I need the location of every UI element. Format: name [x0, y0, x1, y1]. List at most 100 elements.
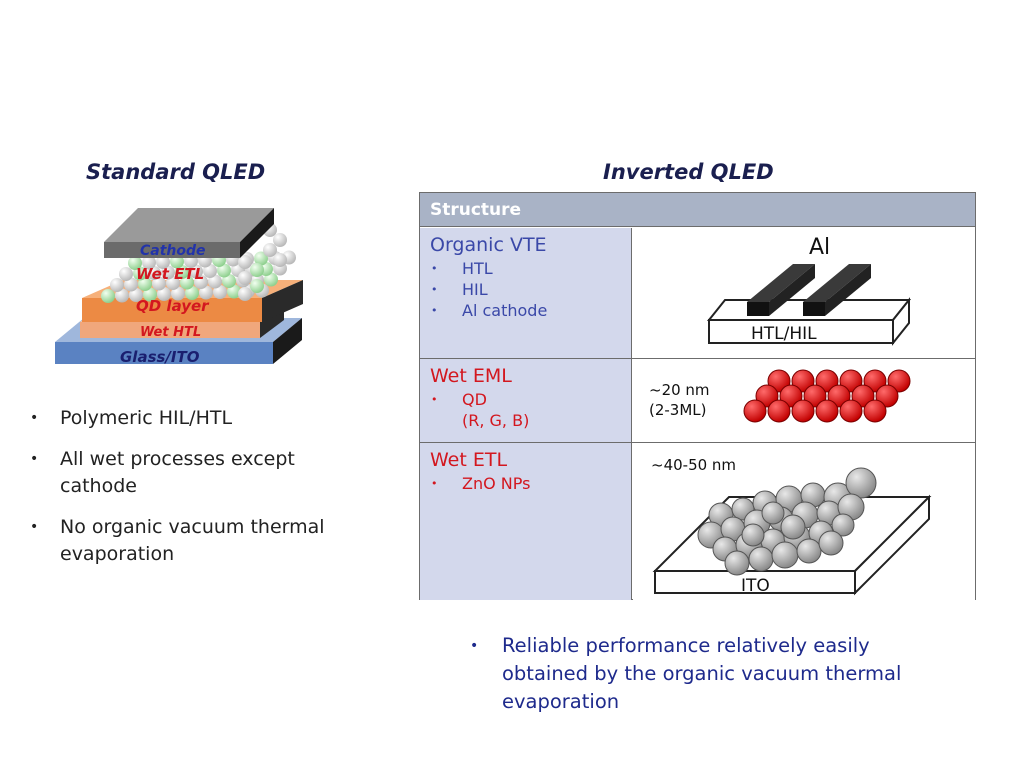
- qd-sphere: [863, 369, 887, 393]
- qd-sphere: [875, 384, 899, 408]
- ito-label: ITO: [741, 576, 770, 596]
- row-title: Wet ETL: [430, 449, 508, 471]
- al-label: Al: [809, 235, 830, 260]
- wet-eml-diagram: ~20 nm (2-3ML): [649, 369, 911, 423]
- inverted-qled-bullet: Reliable performance relatively easily o…: [468, 632, 938, 716]
- etl-sphere: [124, 277, 138, 292]
- etl-sphere: [273, 233, 287, 247]
- etl-sphere: [194, 275, 208, 289]
- etl-sphere: [273, 253, 287, 267]
- row-items: ZnO NPs: [430, 473, 631, 494]
- al-electrode-side: [825, 264, 871, 316]
- cathode-top: [104, 208, 274, 242]
- row-item: QD (R, G, B): [430, 389, 631, 431]
- etl-sphere: [143, 287, 157, 302]
- row-item: HTL: [430, 258, 631, 279]
- etl-sphere: [138, 277, 152, 291]
- htl-hil-block-side: [892, 297, 910, 346]
- al-electrode-top: [747, 264, 815, 302]
- etl-sphere: [203, 264, 217, 278]
- zno-sphere: [761, 501, 785, 525]
- row-item-subtext: (R, G, B): [462, 411, 530, 430]
- etl-sphere: [166, 276, 180, 290]
- etl-sphere: [157, 287, 171, 301]
- zno-sphere: [845, 467, 877, 499]
- cathode-front: [104, 242, 240, 258]
- al-electrode-side: [769, 264, 815, 316]
- zno-sphere: [724, 550, 750, 576]
- etl-sphere: [110, 278, 124, 292]
- row-items: HTL HIL Al cathode: [430, 258, 631, 321]
- qd-sphere: [851, 384, 875, 408]
- al-electrode-front: [803, 302, 825, 316]
- table-row-wet-eml: Wet EML QD (R, G, B) ~20 nm (2-3ML): [420, 359, 975, 443]
- inverted-qled-title: Inverted QLED: [603, 160, 774, 184]
- standard-bullet: Polymeric HIL/HTL: [28, 405, 358, 432]
- row-item: ZnO NPs: [430, 473, 631, 494]
- standard-bullet: All wet processes except cathode: [28, 446, 358, 500]
- al-electrode-front: [747, 302, 769, 316]
- etl-sphere: [222, 274, 236, 288]
- row-item-text: QD: [462, 390, 487, 409]
- table-row-wet-etl: Wet ETL ZnO NPs ~40-50 nm ITO: [420, 443, 975, 600]
- zno-sphere: [771, 541, 799, 569]
- zno-sphere: [818, 530, 844, 556]
- qd-layer-front: [82, 298, 262, 322]
- zno-sphere: [780, 514, 806, 540]
- wet-etl-diagram: ~40-50 nm ITO: [651, 456, 932, 596]
- qd-sphere: [779, 384, 803, 408]
- zno-sphere: [741, 523, 765, 547]
- qd-layer-label: QD layer: [136, 297, 210, 315]
- cathode-side: [240, 208, 274, 258]
- cathode-label: Cathode: [140, 243, 206, 259]
- qd-sphere: [743, 399, 767, 423]
- row-label-cell: Organic VTE HTL HIL Al cathode: [420, 228, 632, 358]
- qd-sphere: [767, 369, 791, 393]
- etl-sphere: [115, 288, 129, 303]
- glass-ito-side: [273, 318, 302, 364]
- wet-htl-label: Wet HTL: [140, 325, 201, 340]
- qd-sphere: [815, 399, 839, 423]
- etl-sphere: [119, 267, 133, 281]
- etl-sphere: [263, 243, 277, 257]
- qd-sphere: [791, 399, 815, 423]
- row-diagram-cell: Al HTL/HIL: [633, 228, 975, 358]
- table-header-label: Structure: [430, 200, 522, 220]
- monolayer-label: (2-3ML): [649, 401, 707, 419]
- zno-sphere: [831, 513, 855, 537]
- al-electrode-top: [803, 264, 871, 302]
- row-label-cell: Wet ETL ZnO NPs: [420, 443, 632, 600]
- etl-sphere: [101, 289, 115, 303]
- qd-sphere: [755, 384, 779, 408]
- qd-sphere: [767, 399, 791, 423]
- etl-sphere: [238, 255, 252, 269]
- wet-htl-front: [80, 322, 260, 338]
- etl-sphere: [264, 272, 278, 287]
- row-diagram-cell: ~40-50 nm ITO: [633, 443, 975, 600]
- etl-sphere: [128, 256, 142, 270]
- thickness-label: ~40-50 nm: [651, 456, 736, 474]
- row-title: Wet EML: [430, 365, 512, 387]
- qd-sphere: [839, 369, 863, 393]
- etl-sphere: [238, 271, 252, 285]
- qd-sphere: [839, 399, 863, 423]
- row-item: HIL: [430, 279, 631, 300]
- etl-sphere: [133, 266, 147, 281]
- etl-sphere: [147, 266, 161, 280]
- row-title: Organic VTE: [430, 234, 547, 256]
- etl-sphere: [227, 284, 241, 299]
- table-header: Structure: [420, 193, 975, 227]
- etl-sphere: [250, 263, 264, 277]
- standard-qled-stack-diagram: Cathode Wet ETL QD layer Wet HTL Glass/I…: [55, 208, 303, 366]
- etl-sphere: [199, 285, 213, 300]
- row-diagram-cell: ~20 nm (2-3ML): [633, 359, 975, 442]
- wet-etl-label: Wet ETL: [136, 265, 204, 283]
- etl-sphere: [175, 265, 189, 279]
- etl-sphere: [156, 255, 170, 269]
- etl-sphere: [161, 265, 175, 280]
- structure-table: Structure Organic VTE HTL HIL Al cathode…: [419, 192, 976, 600]
- qd-sphere: [791, 369, 815, 393]
- table-row-organic-vte: Organic VTE HTL HIL Al cathode Al: [420, 228, 975, 359]
- zno-sphere: [748, 546, 774, 572]
- qd-sphere: [887, 369, 911, 393]
